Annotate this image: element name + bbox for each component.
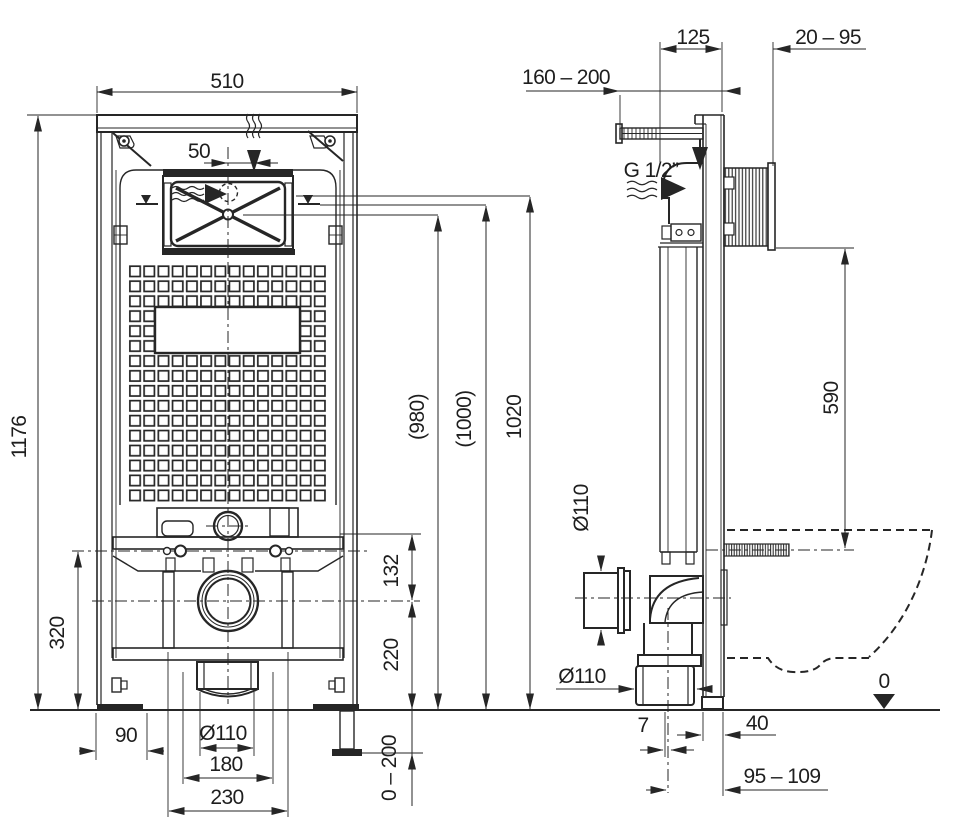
front-elevation-view: 510 50 1176 320 (980) (1000) 1020 — [8, 70, 534, 817]
foot-plate-left — [97, 704, 143, 711]
dim-160-200-label: 160 – 200 — [522, 66, 610, 89]
side-foot — [701, 696, 724, 710]
toilet-bowl-outline — [727, 529, 933, 674]
datum-zero-marker: 0 — [873, 670, 895, 709]
side-frame-post — [694, 114, 728, 710]
water-connection: G 1/2” — [624, 159, 686, 200]
dim-40-label: 40 — [746, 712, 768, 735]
dim-132-label: 132 — [380, 554, 403, 587]
side-dimensions: 160 – 200 125 20 – 95 590 Ø110 Ø110 — [522, 26, 866, 796]
dim-320-label: 320 — [46, 616, 69, 649]
water-level-icon-right — [298, 195, 320, 205]
dim-1176-label: 1176 — [8, 416, 31, 459]
dim-1000-label: (1000) — [453, 390, 476, 447]
supply-down-arrow-icon — [692, 147, 708, 170]
outlet-collar — [637, 654, 702, 667]
dim-180-label: 180 — [209, 753, 242, 776]
plate-slot — [161, 520, 194, 537]
water-level-icon-left — [136, 195, 158, 205]
front-frame-outline — [96, 114, 358, 705]
water-flow-arrow-icon — [171, 184, 227, 204]
dim-125-label: 125 — [676, 26, 709, 49]
dim-20-95-label: 20 – 95 — [795, 26, 861, 49]
dim-980-label: (980) — [406, 394, 429, 440]
corner-brace-right — [307, 130, 344, 162]
dim-510-label: 510 — [210, 70, 243, 93]
supply-arrow-icon — [245, 113, 263, 172]
dim-o110-bottom-label: Ø110 — [558, 665, 605, 688]
dim-230-label: 230 — [210, 786, 243, 809]
threaded-sleeve — [723, 162, 776, 251]
dim-g12-label: G 1/2” — [624, 159, 679, 182]
dim-90-label: 90 — [115, 724, 137, 747]
front-dimensions: 510 50 1176 320 (980) (1000) 1020 — [8, 70, 534, 817]
dim-1020-label: 1020 — [503, 395, 526, 439]
corner-brace-left — [112, 132, 152, 167]
extended-leg — [339, 710, 355, 750]
dim-220-label: 220 — [380, 638, 403, 671]
foot-plate-right — [313, 704, 359, 711]
dim-o110-front-label: Ø110 — [199, 722, 246, 745]
dim-590-label: 590 — [820, 381, 843, 414]
foot-screw-right — [334, 677, 345, 693]
extended-foot-plate — [332, 749, 362, 756]
dim-7-label: 7 — [637, 714, 648, 737]
dim-95-109-label: 95 – 109 — [744, 765, 821, 788]
dim-o110-side-label: Ø110 — [570, 484, 593, 531]
dim-datum0-label: 0 — [878, 670, 889, 693]
outlet-elbow — [635, 575, 704, 793]
flow-right-arrow-icon — [661, 177, 686, 200]
flush-assembly — [72, 147, 420, 704]
bowl-mounting-rod — [706, 543, 854, 557]
connector-sleeve — [575, 567, 731, 634]
front-feet — [97, 677, 423, 756]
cistern-side-profile — [658, 162, 703, 565]
floor-socket — [635, 665, 695, 706]
foot-screw-left — [111, 677, 122, 693]
water-supply-rod — [615, 123, 708, 170]
datum-triangle-icon — [873, 694, 895, 709]
dim-50-label: 50 — [188, 140, 210, 163]
dim-0-200-label: 0 – 200 — [378, 735, 401, 801]
side-section-view: G 1/2” — [522, 26, 933, 796]
